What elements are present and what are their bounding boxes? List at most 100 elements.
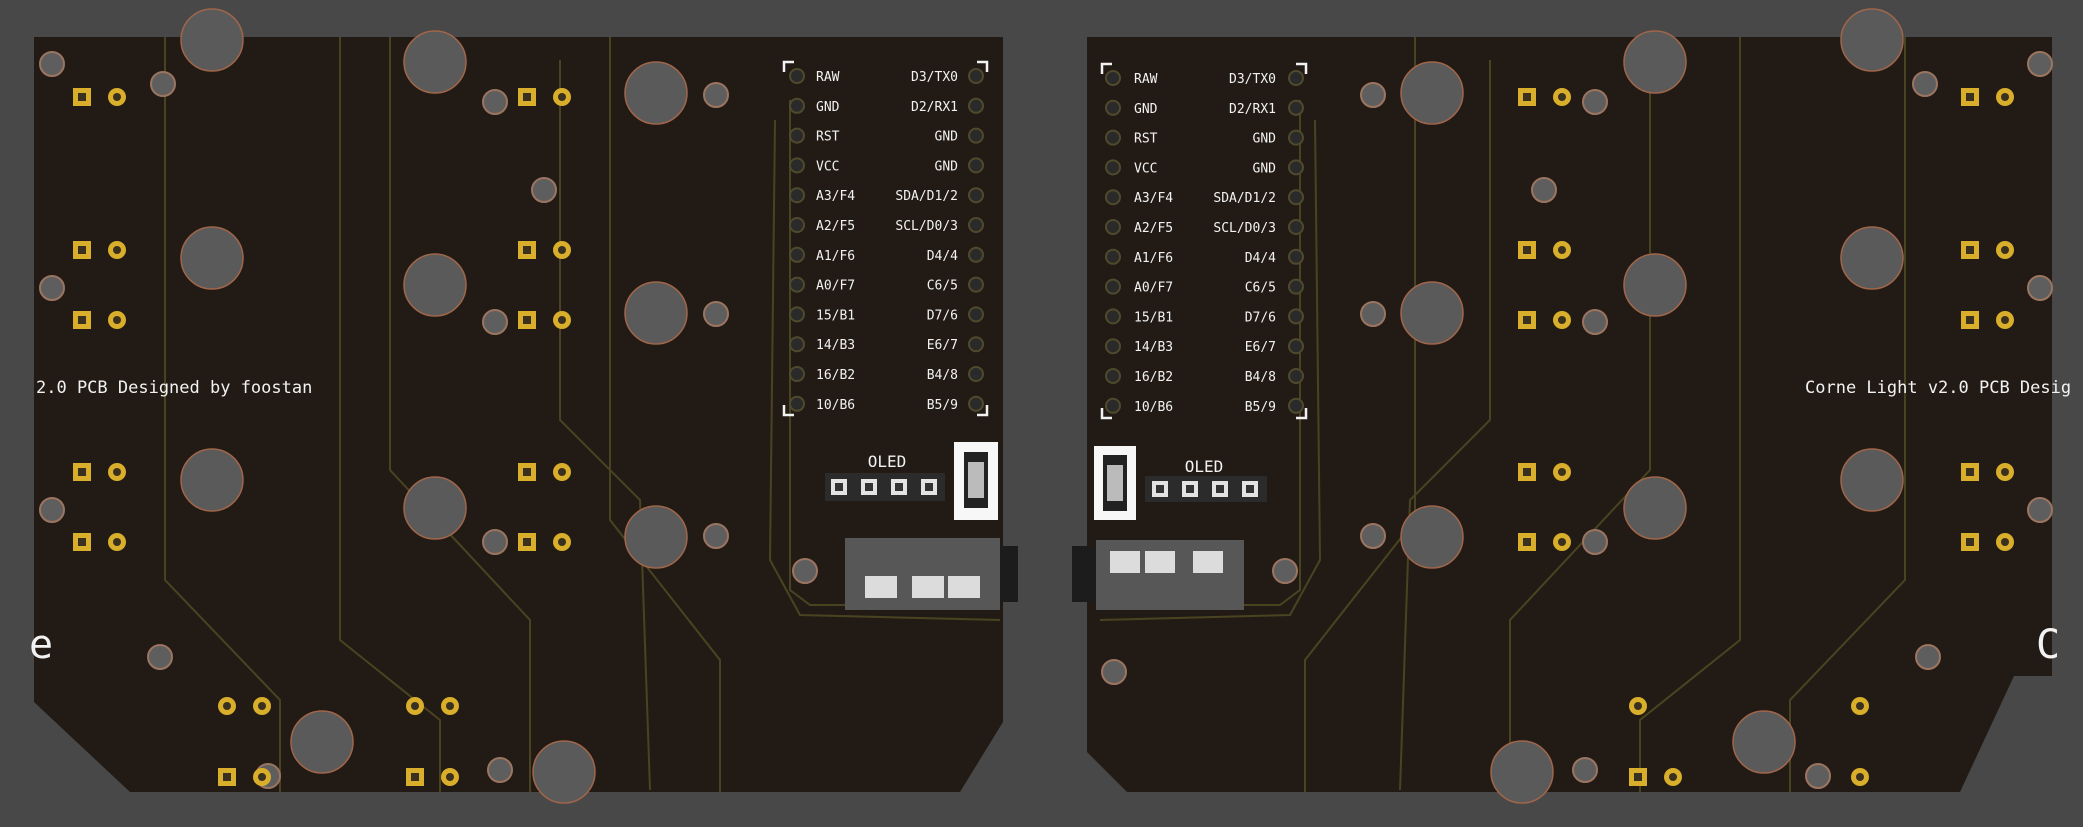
mounting-hole bbox=[1272, 558, 1298, 584]
switch-center-hole bbox=[1623, 476, 1687, 540]
pad-drill bbox=[78, 538, 86, 546]
pad-drill bbox=[113, 468, 121, 476]
mounting-hole bbox=[150, 71, 176, 97]
pad-drill bbox=[446, 702, 454, 710]
mcu-pin-label: A3/F4 bbox=[816, 189, 855, 204]
mounting-hole bbox=[39, 51, 65, 77]
copper-trace bbox=[609, 37, 721, 792]
mcu-pin-label: 10/B6 bbox=[1134, 400, 1173, 415]
switch-center-hole bbox=[180, 226, 244, 290]
mounting-hole bbox=[2027, 497, 2053, 523]
mcu-pin-label: A0/F7 bbox=[816, 279, 855, 294]
right-diode-pads bbox=[1518, 88, 2014, 786]
pad-drill bbox=[78, 468, 86, 476]
pad-drill bbox=[1523, 468, 1531, 476]
switch-center-hole bbox=[1623, 253, 1687, 317]
mcu-pin-hole bbox=[789, 306, 805, 323]
right-mcu-labels-left: RAWGNDRSTVCCA3/F4A2/F5A1/F6A0/F715/B114/… bbox=[1134, 72, 1173, 415]
mcu-pin-hole bbox=[968, 217, 984, 233]
pad-drill bbox=[523, 468, 531, 476]
left-microcontroller-outline bbox=[782, 60, 989, 417]
mounting-hole bbox=[2027, 51, 2053, 77]
pad-drill bbox=[1634, 773, 1642, 781]
mcu-pin-hole bbox=[968, 276, 984, 293]
mcu-pin-label: 14/B3 bbox=[1134, 340, 1173, 355]
mounting-hole bbox=[703, 301, 729, 327]
mcu-pin-label: GND bbox=[935, 130, 959, 145]
mcu-pin-label: RAW bbox=[816, 70, 840, 85]
pad-drill bbox=[1966, 468, 1974, 476]
right-mcu-labels-right: D3/TX0D2/RX1GNDGNDSDA/D1/2SCL/D0/3D4/4C6… bbox=[1213, 72, 1276, 415]
pad-drill bbox=[1558, 538, 1566, 546]
mounting-hole bbox=[1531, 177, 1557, 203]
mcu-pin-hole bbox=[968, 395, 984, 412]
mcu-pin-label: SCL/D0/3 bbox=[1213, 221, 1276, 236]
pad-drill bbox=[523, 538, 531, 546]
copper-trace bbox=[389, 37, 531, 792]
mcu-pin-hole bbox=[789, 187, 805, 204]
copper-trace bbox=[559, 60, 651, 791]
mcu-pin-hole bbox=[1105, 159, 1121, 176]
pad-drill bbox=[1856, 773, 1864, 781]
mounting-hole bbox=[1572, 757, 1598, 783]
pad-drill bbox=[1523, 538, 1531, 546]
pad-drill bbox=[78, 93, 86, 101]
mcu-pin-hole bbox=[1105, 368, 1121, 384]
mcu-pin-label: A1/F6 bbox=[1134, 251, 1173, 266]
switch-center-hole bbox=[1623, 30, 1687, 94]
mounting-hole bbox=[531, 177, 557, 203]
mcu-pin-hole bbox=[789, 276, 805, 293]
pad-drill bbox=[1966, 538, 1974, 546]
mcu-pin-hole bbox=[968, 157, 984, 174]
mounting-hole bbox=[1360, 82, 1386, 108]
switch-center-hole bbox=[1400, 505, 1464, 569]
right-logo-letter: C bbox=[2036, 622, 2060, 668]
mcu-pin-hole bbox=[789, 97, 805, 114]
mcu-pin-label: RAW bbox=[1134, 72, 1158, 87]
mcu-pin-hole bbox=[1288, 368, 1304, 384]
mcu-pin-hole bbox=[1105, 219, 1121, 235]
mcu-pin-hole bbox=[789, 68, 805, 84]
mounting-hole bbox=[792, 558, 818, 584]
switch-center-hole bbox=[1840, 8, 1904, 72]
pad-drill bbox=[1523, 93, 1531, 101]
pad-drill bbox=[558, 246, 566, 254]
right-pcb-half: Corne Light v2.0 PCB Desig C RAWGNDRSTVC… bbox=[1072, 8, 2071, 804]
copper-trace bbox=[339, 37, 441, 792]
mcu-pin-label: D3/TX0 bbox=[1229, 72, 1276, 87]
mcu-pin-hole bbox=[968, 97, 984, 114]
mcu-pin-hole bbox=[1105, 308, 1121, 325]
left-reset-switch bbox=[954, 442, 998, 520]
mcu-pin-label: E6/7 bbox=[927, 338, 958, 353]
mcu-pin-label: SDA/D1/2 bbox=[895, 189, 958, 204]
pad-drill bbox=[113, 316, 121, 324]
mcu-pin-label: 10/B6 bbox=[816, 398, 855, 413]
mcu-pin-hole bbox=[789, 395, 805, 412]
mcu-pin-hole bbox=[1288, 397, 1304, 414]
mounting-hole bbox=[147, 644, 173, 670]
mcu-pin-hole bbox=[1288, 99, 1304, 116]
mcu-pin-hole bbox=[789, 127, 805, 144]
mcu-pin-hole bbox=[1288, 248, 1304, 265]
left-trrs-jack bbox=[845, 538, 1018, 610]
mcu-pin-label: C6/5 bbox=[1245, 281, 1276, 296]
pad-drill bbox=[2001, 316, 2009, 324]
switch-center-hole bbox=[1732, 710, 1796, 774]
pad-drill bbox=[1966, 316, 1974, 324]
pad-drill bbox=[558, 93, 566, 101]
pad-drill bbox=[1523, 246, 1531, 254]
left-mcu-labels-right: D3/TX0D2/RX1GNDGNDSDA/D1/2SCL/D0/3D4/4C6… bbox=[895, 70, 958, 413]
mcu-pin-hole bbox=[789, 217, 805, 233]
mcu-pin-hole bbox=[968, 68, 984, 84]
mcu-pin-hole bbox=[1288, 278, 1304, 295]
pad-drill bbox=[1558, 316, 1566, 324]
mounting-hole bbox=[1360, 301, 1386, 327]
copper-trace bbox=[1509, 37, 1651, 792]
pad-drill bbox=[523, 93, 531, 101]
switch-center-hole bbox=[180, 8, 244, 72]
mcu-pin-hole bbox=[789, 246, 805, 263]
mounting-hole bbox=[703, 82, 729, 108]
pad-drill bbox=[1669, 773, 1677, 781]
copper-trace bbox=[1399, 60, 1491, 791]
mcu-pin-hole bbox=[1105, 99, 1121, 116]
